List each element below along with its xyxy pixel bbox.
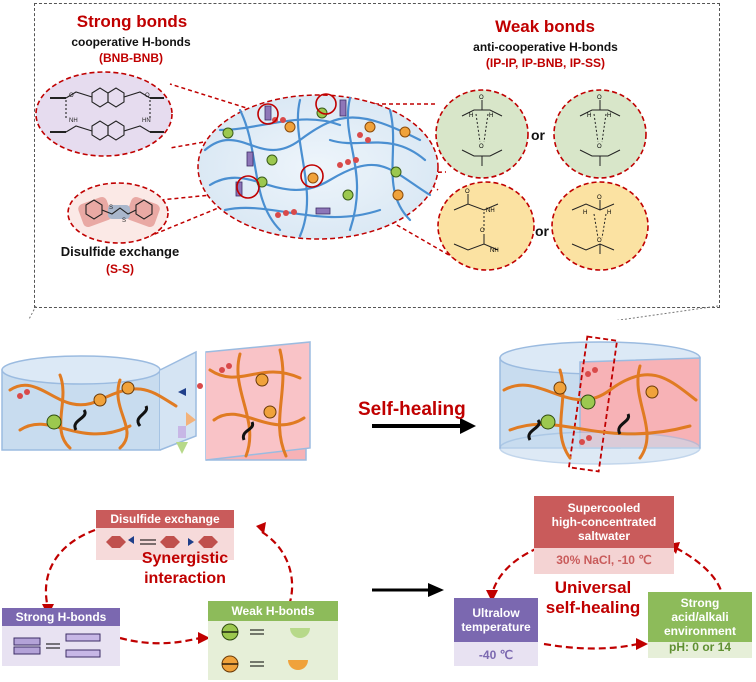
strong-hbond-box-header: Strong H-bonds (2, 608, 120, 626)
svg-text:O: O (597, 238, 602, 244)
gel-healed (499, 335, 701, 473)
ip-ip-zoom-a: O H H O (435, 89, 529, 179)
svg-text:S: S (109, 205, 113, 211)
result-arrow (372, 583, 444, 597)
disulfide-label: Disulfide exchange (60, 244, 180, 259)
svg-text:O: O (480, 228, 485, 234)
self-healing-label: Self-healing (358, 399, 466, 420)
svg-text:NH: NH (69, 118, 78, 124)
top-panel (34, 3, 720, 308)
gel-left-half (1, 350, 197, 451)
bnb-dimer-zoom: O O NH HN (35, 71, 173, 157)
disulfide-exchange-graphic (106, 536, 218, 548)
strong-hbond-graphic (13, 633, 101, 658)
svg-text:O: O (597, 195, 602, 201)
saltwater-condition: 30% NaCl, -10 ℃ (556, 553, 652, 567)
strong-bonds-title: Strong bonds (76, 12, 188, 31)
self-healing-arrow (372, 418, 476, 434)
top-panel-graphics: O O NH HN S S (27, 71, 719, 320)
svg-text:H: H (469, 113, 473, 119)
weak-bonds-tag: (IP-IP, IP-BNB, IP-SS) (485, 56, 606, 70)
ultralow-condition: -40 ℃ (478, 648, 514, 662)
weak-hbond-graphic (221, 623, 310, 673)
ip-bnb-zoom: O NH O NH (437, 181, 535, 271)
svg-text:HN: HN (142, 118, 151, 124)
or-label-lower: or (535, 223, 549, 239)
gel-illustration (1, 335, 701, 473)
synergy-cycle (2, 522, 338, 680)
strong-bonds-subtitle: cooperative H-bonds (71, 35, 191, 49)
disulfide-tag: (S-S) (106, 262, 134, 276)
weak-bonds-subtitle: anti-cooperative H-bonds (473, 40, 618, 54)
svg-text:O: O (465, 189, 470, 195)
svg-text:H: H (587, 113, 591, 119)
universal-cycle (454, 542, 752, 666)
synergistic-label-2: interaction (144, 570, 226, 587)
synergistic-label-1: Synergistic (141, 550, 229, 567)
acid-condition: pH: 0 or 14 (668, 640, 731, 654)
saltwater-line-1: Supercooled (567, 501, 641, 515)
saltwater-line-3: saltwater (577, 529, 631, 543)
svg-text:O: O (479, 144, 484, 150)
saltwater-box: Supercooled high-concentrated saltwater (534, 496, 674, 548)
universal-label-2: self-healing (545, 598, 641, 617)
acid-line-3: environment (663, 624, 736, 638)
ultralow-box: Ultralow temperature (454, 598, 538, 642)
disulfide-zoom: S S (67, 182, 169, 244)
universal-label-1: Universal (554, 578, 632, 597)
acid-box: Strong acid/alkali environment (648, 592, 752, 642)
svg-text:H: H (607, 210, 611, 216)
svg-text:H: H (583, 210, 587, 216)
ultralow-line-2: temperature (461, 620, 531, 634)
acid-line-1: Strong (680, 596, 720, 610)
svg-text:H: H (607, 113, 611, 119)
svg-text:O: O (597, 95, 602, 101)
or-label-upper: or (531, 127, 545, 143)
ip-ss-zoom: O H H O (551, 181, 649, 271)
svg-text:H: H (489, 113, 493, 119)
svg-text:S: S (122, 218, 126, 224)
ip-ip-zoom-b: O H H O (553, 89, 647, 179)
weak-bonds-title: Weak bonds (495, 17, 595, 36)
gel-right-half (205, 341, 311, 461)
floating-fragments (176, 383, 203, 454)
svg-text:O: O (597, 144, 602, 150)
acid-line-2: acid/alkali (671, 610, 729, 624)
saltwater-line-2: high-concentrated (551, 515, 657, 529)
svg-text:O: O (69, 93, 74, 99)
svg-text:NH: NH (486, 208, 495, 214)
disulfide-box-header: Disulfide exchange (96, 510, 234, 528)
polymer-network (197, 93, 439, 240)
svg-text:NH: NH (490, 248, 499, 254)
weak-hbond-box-header: Weak H-bonds (208, 601, 338, 621)
svg-text:O: O (145, 93, 150, 99)
strong-bonds-tag: (BNB-BNB) (99, 51, 163, 65)
ultralow-line-1: Ultralow (472, 606, 520, 620)
svg-text:O: O (479, 95, 484, 101)
